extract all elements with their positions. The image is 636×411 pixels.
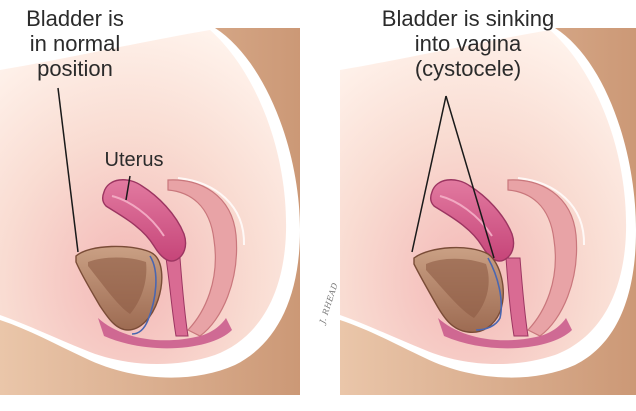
label-bladder-sinking-line-2: into vagina xyxy=(352,31,584,56)
label-bladder-normal-line-2: in normal xyxy=(0,31,150,56)
left-figure xyxy=(0,28,300,395)
label-bladder-normal: Bladder is in normal position xyxy=(0,6,150,81)
label-bladder-sinking-line-1: Bladder is sinking xyxy=(352,6,584,31)
right-figure xyxy=(340,28,636,395)
label-bladder-normal-line-1: Bladder is xyxy=(0,6,150,31)
label-bladder-normal-line-3: position xyxy=(0,56,150,81)
label-uterus: Uterus xyxy=(94,149,174,172)
label-bladder-sinking: Bladder is sinking into vagina (cystocel… xyxy=(352,6,584,81)
label-bladder-sinking-line-3: (cystocele) xyxy=(352,56,584,81)
